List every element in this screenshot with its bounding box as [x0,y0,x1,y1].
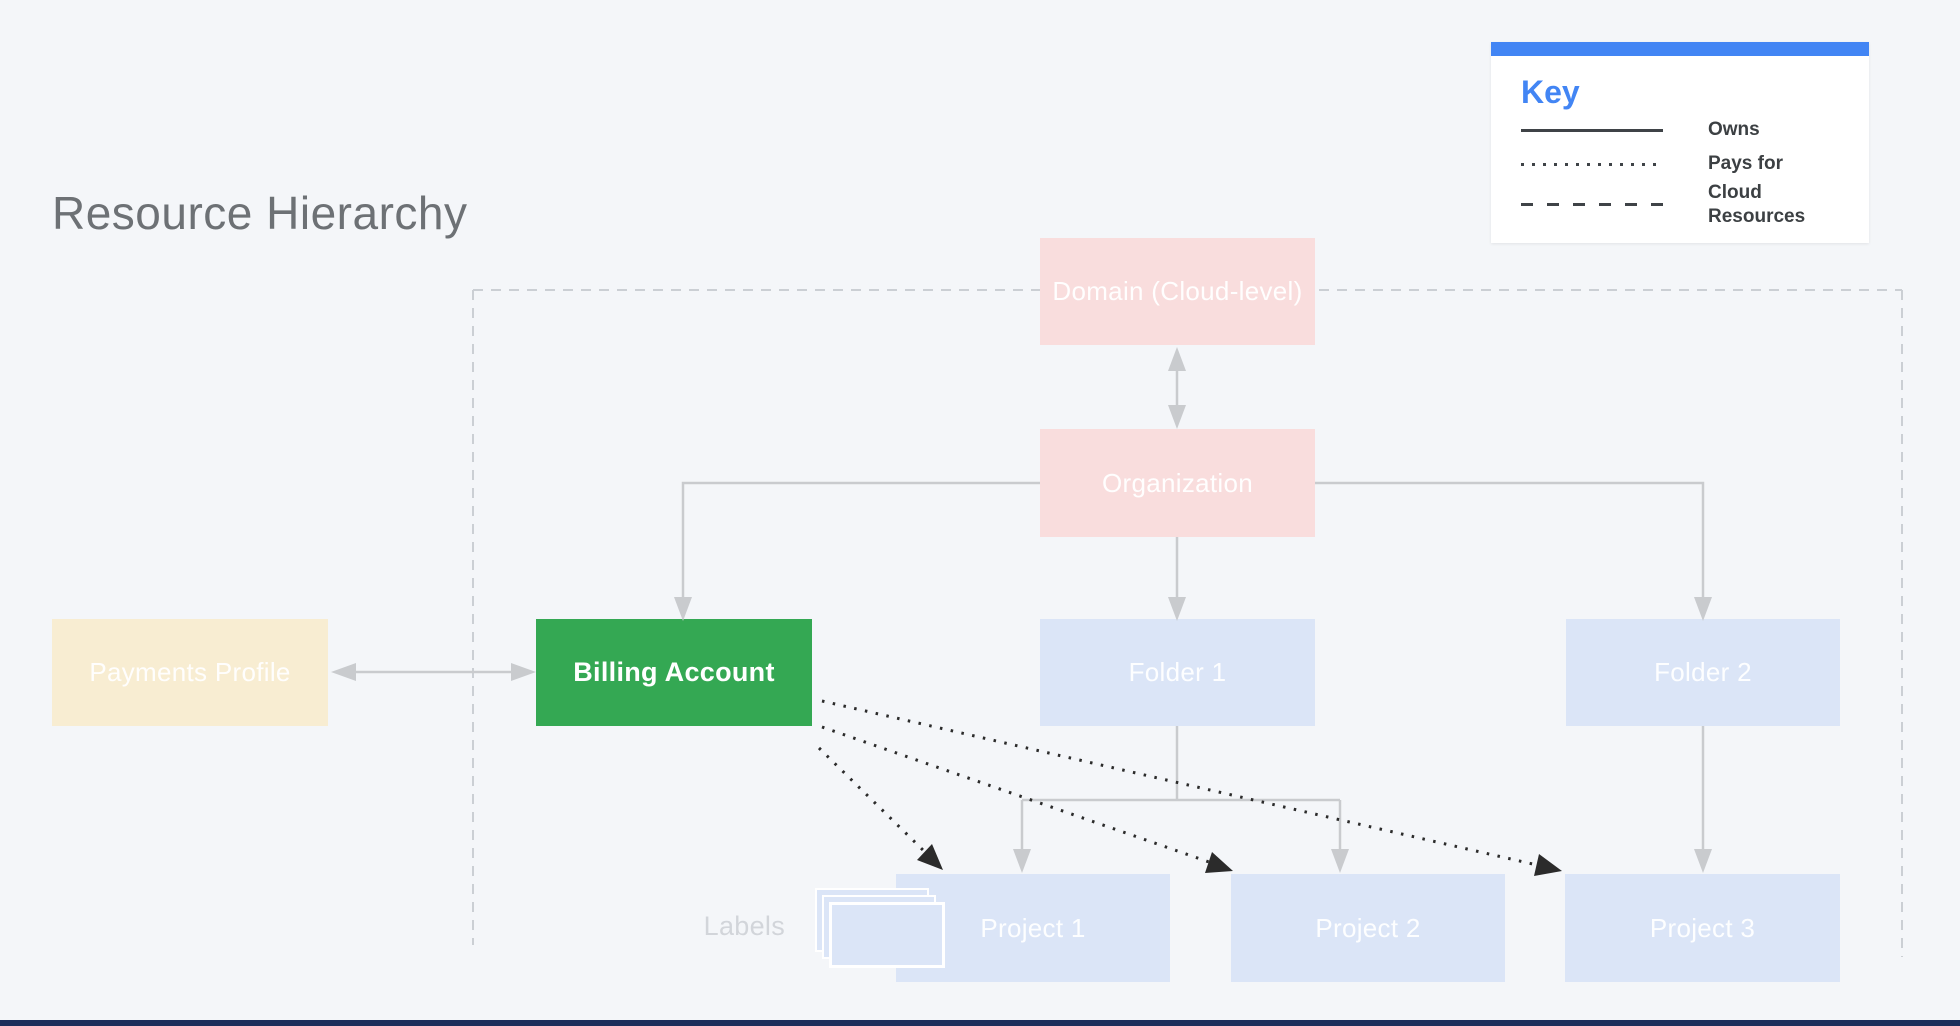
node-project-1-label: Project 1 [980,912,1086,943]
key-label-owns: Owns [1708,119,1760,141]
node-project-2-label: Project 2 [1315,912,1421,943]
labels-caption: Labels [703,911,785,941]
dashed-line-sample [1521,203,1663,207]
key-accent-bar [1491,42,1869,56]
connector-payments-profile-billing-account [331,663,536,681]
connector-billing-pays-project-1 [817,746,943,870]
node-organization: Organization [1040,429,1315,537]
key-row-owns: Owns [1521,113,1851,147]
connector-organization-folder-2 [1315,481,1712,621]
node-payments-profile-label: Payments Profile [89,657,291,687]
dotted-line-sample [1521,162,1663,166]
connector-organization-billing-account [674,481,1040,621]
node-folder-1: Folder 1 [1040,619,1315,726]
label-card-front [829,902,945,968]
key-label-cloud-resources: Cloud Resources [1708,182,1806,227]
node-payments-profile: Payments Profile [52,619,328,726]
node-domain: Domain (Cloud-level) [1040,238,1315,345]
node-project-3-label: Project 3 [1649,912,1756,943]
connector-folder-2-project-3 [1694,726,1712,873]
key-row-pays-for: Pays for [1521,147,1851,181]
key-label-pays-for: Pays for [1708,153,1783,175]
node-billing-account: Billing Account [536,619,812,726]
connector-folder-1-projects [1013,726,1349,873]
bottom-accent-bar [0,1020,1960,1026]
connector-domain-organization [1168,347,1186,429]
key-legend: Key Owns Pays for Cloud Resources [1491,42,1869,243]
node-folder-2: Folder 2 [1566,619,1840,726]
node-billing-account-label: Billing Account [573,657,775,687]
connector-billing-pays-project-2 [821,725,1233,873]
connector-billing-pays-project-3 [821,699,1562,876]
node-project-3: Project 3 [1565,874,1840,982]
node-organization-label: Organization [1101,467,1254,498]
node-folder-1-label: Folder 1 [1128,657,1227,687]
key-row-cloud-resources: Cloud Resources [1521,181,1851,229]
connector-organization-folder-1 [1168,537,1186,621]
labels-stack-icon [815,888,947,968]
key-heading: Key [1521,74,1580,110]
solid-line-sample [1521,128,1663,132]
node-folder-2-label: Folder 2 [1654,657,1752,687]
page-title: Resource Hierarchy [52,187,468,239]
node-project-2: Project 2 [1231,874,1505,982]
node-domain-label: Domain (Cloud-level) [1052,276,1303,306]
